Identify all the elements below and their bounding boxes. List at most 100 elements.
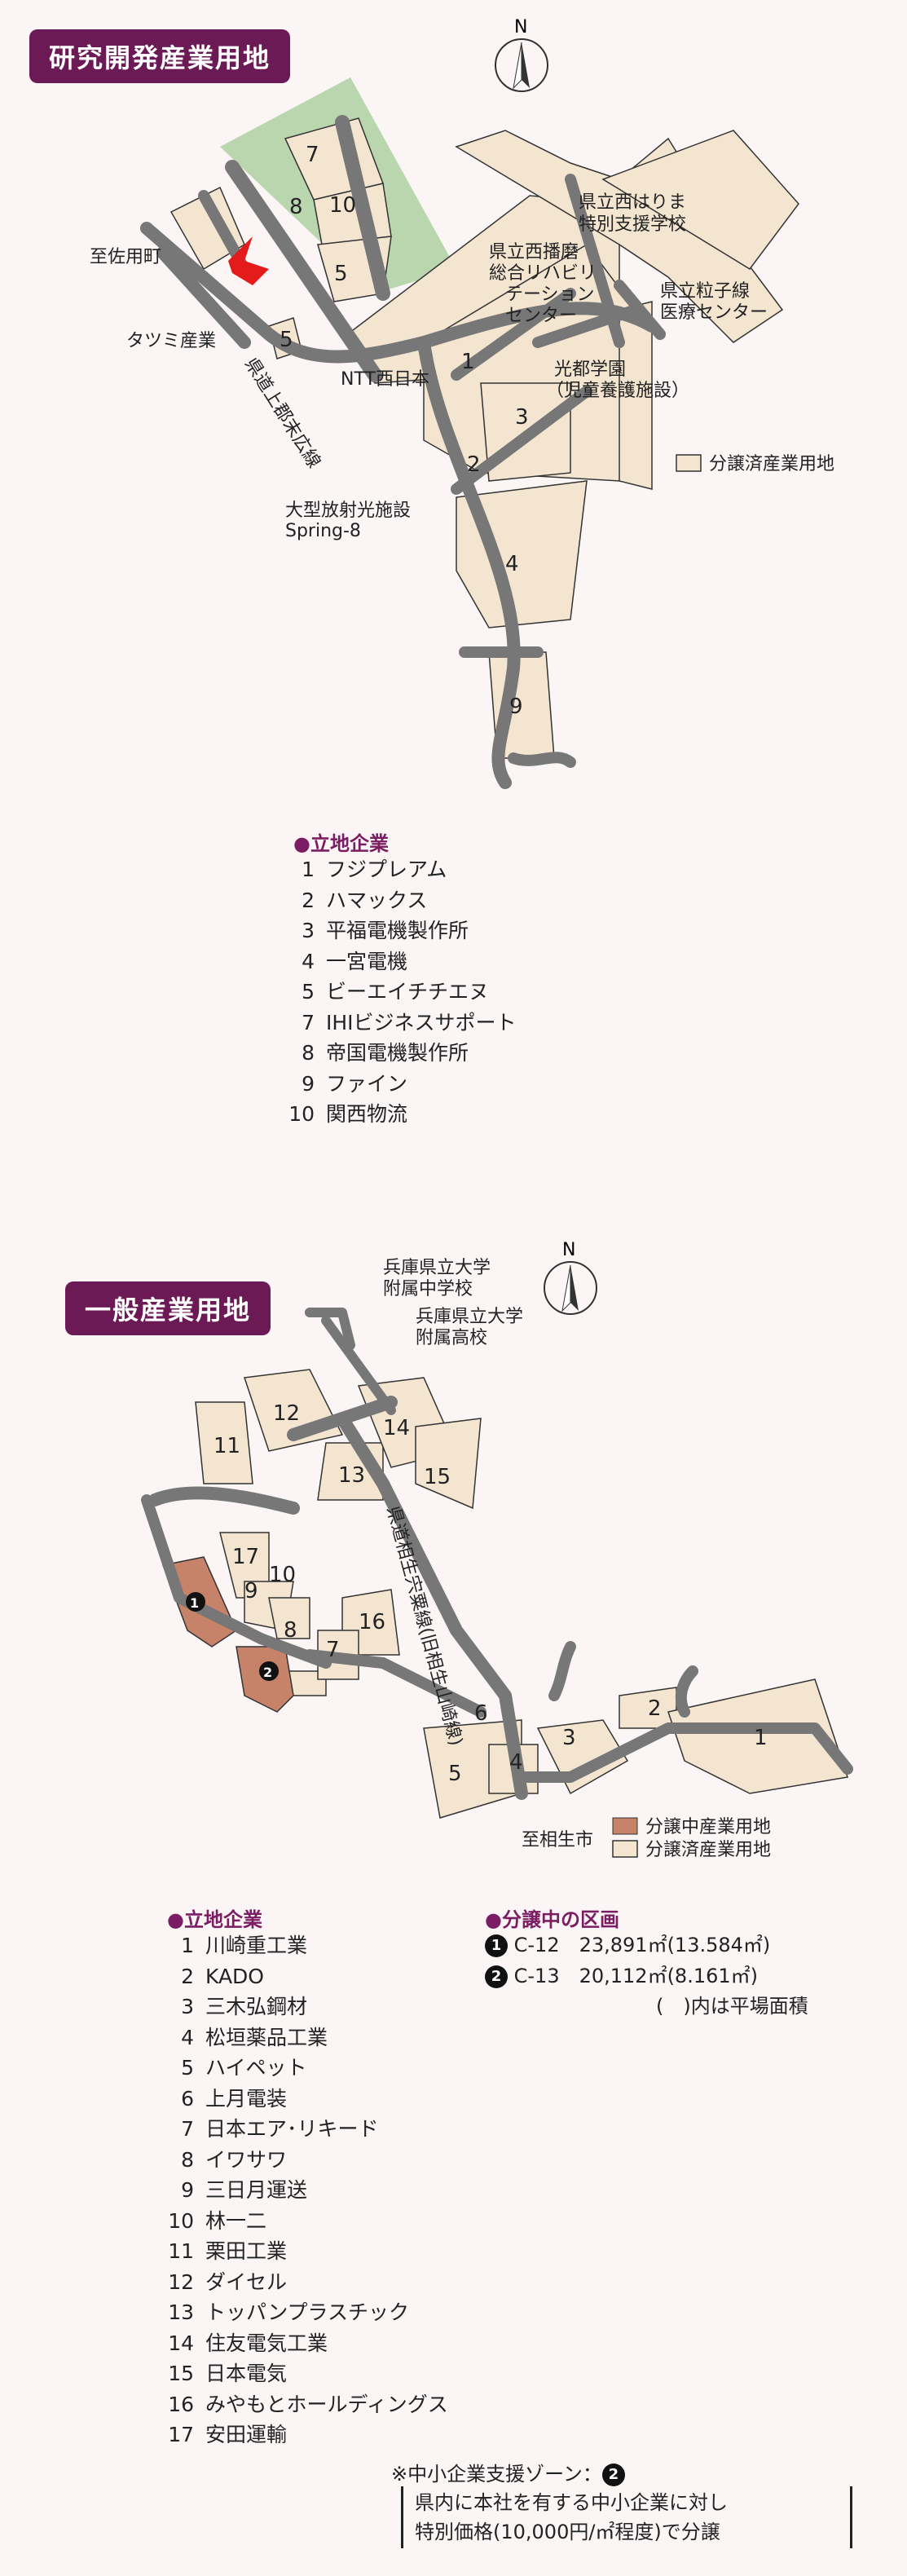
north-arrow-icon: N [495, 17, 548, 92]
label-route1: 県道上郡末広線 [240, 355, 324, 472]
svg-text:17: 17 [232, 1545, 259, 1569]
svg-text:7: 7 [306, 143, 319, 167]
support-zone-box: 県内に本社を有する中小企業に対し 特別価格(10,000円/㎡程度)で分譲 [401, 2486, 852, 2548]
north-arrow-icon: N [544, 1240, 597, 1315]
svg-text:附属中学校: 附属中学校 [383, 1279, 473, 1299]
svg-text:医療センター: 医療センター [660, 302, 768, 323]
svg-text:兵庫県立大学: 兵庫県立大学 [416, 1307, 523, 1327]
section2-title: 一般産業用地 [65, 1281, 271, 1335]
svg-text:2: 2 [648, 1696, 662, 1721]
svg-text:光都学園: 光都学園 [554, 359, 626, 380]
svg-text:12: 12 [273, 1401, 300, 1426]
label-aioi: 至相生市 [522, 1830, 593, 1850]
svg-text:3: 3 [562, 1726, 576, 1750]
svg-text:センター: センター [505, 306, 577, 326]
north-label: N [514, 17, 527, 37]
svg-text:兵庫県立大学: 兵庫県立大学 [383, 1258, 491, 1278]
section2-companies-head: ●立地企業 [167, 1908, 262, 1931]
label-spring8-2: Spring-8 [285, 521, 361, 541]
legend-sold-swatch [612, 1840, 638, 1858]
parcel-numbers: 7 8 10 5 5 1 2 3 4 9 [280, 143, 529, 719]
svg-text:3: 3 [515, 405, 529, 430]
label-ntt: NTT西日本 [341, 369, 429, 390]
svg-text:13: 13 [338, 1463, 365, 1488]
svg-text:1: 1 [754, 1726, 768, 1750]
svg-text:7: 7 [326, 1638, 340, 1662]
legend-sold-label: 分譲済産業用地 [645, 1840, 771, 1860]
location-arrow-icon [228, 236, 269, 285]
svg-text:10: 10 [269, 1563, 296, 1587]
label-spring8-1: 大型放射光施設 [285, 501, 411, 521]
legend-selling-swatch [612, 1817, 638, 1835]
label-harima-1: 県立西はりま [579, 192, 686, 213]
svg-text:県立粒子線: 県立粒子線 [660, 281, 750, 302]
label-tatsumi: タツミ産業 [126, 331, 216, 351]
legend-sold-swatch [676, 454, 702, 472]
svg-text:6: 6 [474, 1701, 488, 1726]
svg-text:5: 5 [448, 1762, 462, 1786]
roads [141, 1308, 853, 1800]
svg-text:16: 16 [359, 1610, 385, 1634]
sale-head: ●分譲中の区画 [485, 1908, 619, 1931]
north-label: N [562, 1240, 575, 1260]
svg-text:4: 4 [509, 1750, 523, 1775]
sale-list: 1 C-12 23,891㎡(13.584㎡) 2 C-13 20,112㎡(8… [485, 1930, 808, 2022]
svg-text:2: 2 [467, 452, 481, 477]
svg-text:5: 5 [280, 328, 293, 352]
sale-note: ( )内は平場面積 [656, 1995, 808, 2018]
general-map: N 兵庫県立大学 附属中学校 兵庫県立大学 附属高校 [141, 1240, 853, 1860]
svg-text:15: 15 [424, 1465, 451, 1489]
svg-text:総合リハビリ: 総合リハビリ [489, 263, 597, 284]
svg-text:14: 14 [383, 1416, 410, 1440]
label-harima-2: 特別支援学校 [579, 214, 686, 235]
svg-text:2: 2 [263, 1665, 272, 1680]
legend-selling-label: 分譲中産業用地 [645, 1817, 771, 1837]
svg-text:（児童養護施設）: （児童養護施設） [546, 381, 689, 401]
svg-text:9: 9 [244, 1579, 258, 1603]
svg-text:5: 5 [334, 262, 348, 286]
sale-item: 1 C-12 23,891㎡(13.584㎡) [485, 1930, 808, 1961]
svg-text:8: 8 [284, 1618, 297, 1643]
svg-text:1: 1 [190, 1595, 199, 1611]
roads [140, 115, 666, 789]
svg-text:4: 4 [505, 552, 519, 576]
svg-text:テーション: テーション [505, 285, 595, 305]
legend-sold-label: 分譲済産業用地 [709, 454, 834, 474]
label-sayocho: 至佐用町 [90, 247, 161, 267]
support-zone-note: ※中小企業支援ゾーン：2 [391, 2458, 625, 2486]
sale-item: 2 C-13 20,112㎡(8.161㎡) [485, 1961, 808, 1992]
svg-text:11: 11 [214, 1434, 240, 1458]
svg-text:附属高校: 附属高校 [416, 1328, 487, 1348]
section1-title: 研究開発産業用地 [29, 29, 291, 83]
svg-text:8: 8 [289, 195, 303, 219]
svg-text:県立西播磨: 県立西播磨 [489, 242, 579, 262]
svg-text:10: 10 [329, 193, 356, 218]
